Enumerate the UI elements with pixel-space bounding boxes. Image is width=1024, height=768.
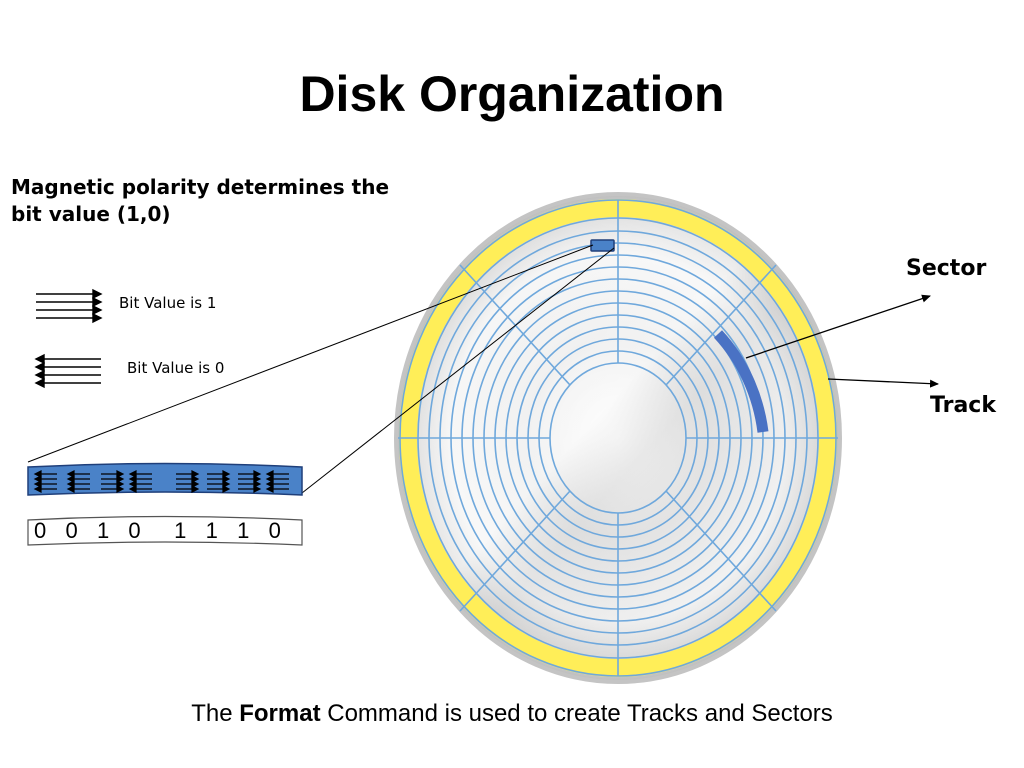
bit-digit: 1 <box>174 518 187 543</box>
magnify-lines <box>27 244 615 494</box>
bit-sequence: 0 0 1 0 1 1 1 0 <box>28 518 300 544</box>
polarity-right-icon <box>238 470 262 493</box>
bit-digit: 0 <box>34 518 47 543</box>
sector-dividers <box>398 200 838 676</box>
bit-digit: 1 <box>96 518 110 543</box>
polarity-right-icon <box>101 470 125 493</box>
polarity-left-icon <box>265 470 289 493</box>
caption-bold: Format <box>239 700 321 727</box>
polarity-right-icon <box>207 470 231 493</box>
sector-pointer-arrow <box>745 294 931 359</box>
polarity-left-icon <box>33 470 57 493</box>
bit-zero-label: Bit Value is 0 <box>127 359 225 377</box>
caption-suffix: Command is used to create Tracks and Sec… <box>320 700 833 727</box>
bit-digit: 1 <box>205 518 218 543</box>
bit-one-arrows-icon <box>36 288 103 324</box>
polarity-left-icon <box>128 470 152 493</box>
bit-digit: 0 <box>268 518 281 543</box>
caption-prefix: The <box>191 700 240 727</box>
bit-block-highlight <box>590 239 615 252</box>
sector-highlight <box>713 330 769 433</box>
track-pointer-arrow <box>827 378 939 388</box>
bit-one-label: Bit Value is 1 <box>119 294 217 312</box>
polarity-left-icon <box>66 470 90 493</box>
bit-zero-arrows-icon <box>34 353 101 389</box>
polarity-description: Magnetic polarity determines the bit val… <box>11 175 390 226</box>
bit-digit: 1 <box>237 518 250 543</box>
bit-digit: 0 <box>65 518 78 543</box>
bit-digit: 0 <box>128 518 141 543</box>
polarity-right-icon <box>176 470 200 493</box>
bit-strip <box>27 462 303 496</box>
track-label: Track <box>930 393 996 418</box>
format-caption: The Format Command is used to create Tra… <box>0 700 1024 728</box>
bit-digits-box <box>27 515 303 546</box>
page-title: Disk Organization <box>299 66 725 122</box>
sector-label: Sector <box>906 256 987 281</box>
